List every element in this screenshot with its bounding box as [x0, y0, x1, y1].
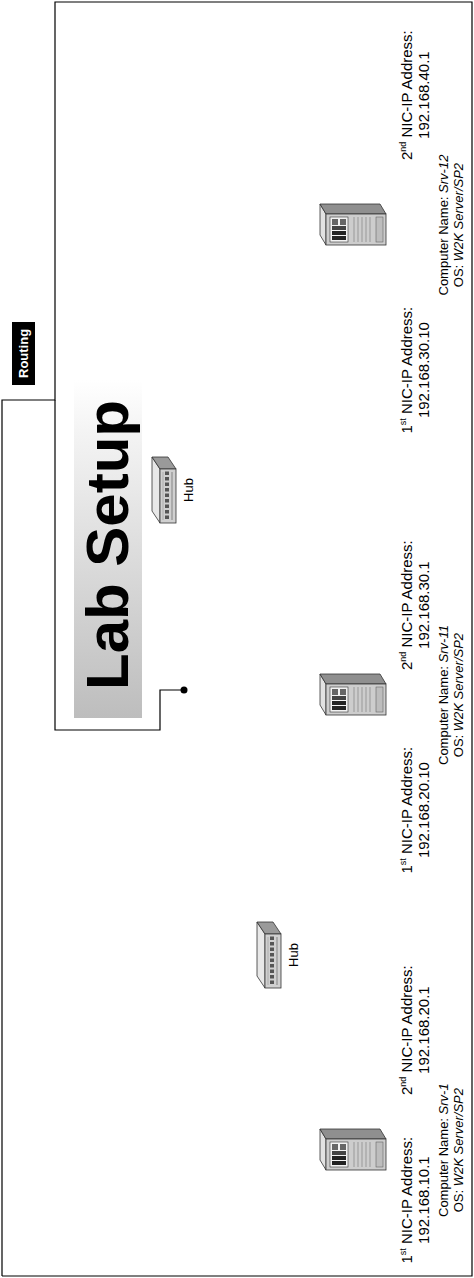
hub-node: Hub [255, 920, 301, 990]
hub-icon [255, 920, 283, 990]
nic-address-label: 1st NIC-IP Address: 192.168.30.10 [398, 307, 432, 434]
text-line: 192.168.30.10 [415, 307, 432, 434]
hub-label: Hub [181, 478, 196, 502]
value-text: W2K Server/SP2 [451, 1088, 466, 1186]
value-text: Srv-12 [436, 155, 451, 193]
nic-address-label: 2nd NIC-IP Address: 192.168.20.1 [398, 965, 432, 1095]
server-node: Computer Name: Srv-12OS: W2K Server/SP2 [318, 155, 466, 296]
server-node: Computer Name: Srv-1OS: W2K Server/SP2 [318, 1083, 466, 1217]
computer-name: Computer Name: Srv-12 [436, 155, 451, 296]
text-line: 192.168.20.10 [415, 747, 432, 874]
ordinal-suffix: st [398, 858, 408, 865]
os-name: OS: W2K Server/SP2 [451, 163, 466, 287]
text-line: 2nd NIC-IP Address: [398, 540, 415, 670]
server-node: Computer Name: Srv-11OS: W2K Server/SP2 [318, 625, 466, 765]
hub-label: Hub [286, 943, 301, 967]
ordinal-suffix: nd [398, 652, 408, 662]
server-icon [318, 1128, 388, 1173]
text-line: 192.168.10.1 [415, 1137, 432, 1264]
value-text: W2K Server/SP2 [451, 163, 466, 261]
os-name: OS: W2K Server/SP2 [451, 1088, 466, 1212]
ordinal-suffix: nd [398, 142, 408, 152]
ordinal-suffix: st [398, 418, 408, 425]
server-icon [318, 203, 388, 248]
text-line: 1st NIC-IP Address: [398, 1137, 415, 1264]
text-line: 192.168.20.1 [415, 965, 432, 1095]
text-line: 2nd NIC-IP Address: [398, 965, 415, 1095]
text-line: 2nd NIC-IP Address: [398, 30, 415, 160]
os-name: OS: W2K Server/SP2 [451, 633, 466, 757]
text-line: 192.168.30.1 [415, 540, 432, 670]
nic-address-label: 1st NIC-IP Address: 192.168.10.1 [398, 1137, 432, 1264]
section-tag: Routing [12, 322, 35, 385]
text-line: 192.168.40.1 [415, 30, 432, 160]
computer-name: Computer Name: Srv-1 [436, 1083, 451, 1217]
text-line: 1st NIC-IP Address: [398, 307, 415, 434]
ordinal-suffix: nd [398, 1077, 408, 1087]
text-line: 1st NIC-IP Address: [398, 747, 415, 874]
value-text: Srv-11 [436, 625, 451, 662]
value-text: Srv-1 [436, 1083, 451, 1114]
value-text: W2K Server/SP2 [451, 633, 466, 731]
server-icon [318, 673, 388, 718]
ordinal-suffix: st [398, 1248, 408, 1255]
title-text: Lab Setup [74, 380, 142, 718]
hub-icon [150, 455, 178, 525]
bracket-dot [181, 687, 188, 694]
nic-address-label: 2nd NIC-IP Address: 192.168.40.1 [398, 30, 432, 160]
hub-node: Hub [150, 455, 196, 525]
nic-address-label: 2nd NIC-IP Address: 192.168.30.1 [398, 540, 432, 670]
computer-name: Computer Name: Srv-11 [436, 625, 451, 765]
nic-address-label: 1st NIC-IP Address: 192.168.20.10 [398, 747, 432, 874]
